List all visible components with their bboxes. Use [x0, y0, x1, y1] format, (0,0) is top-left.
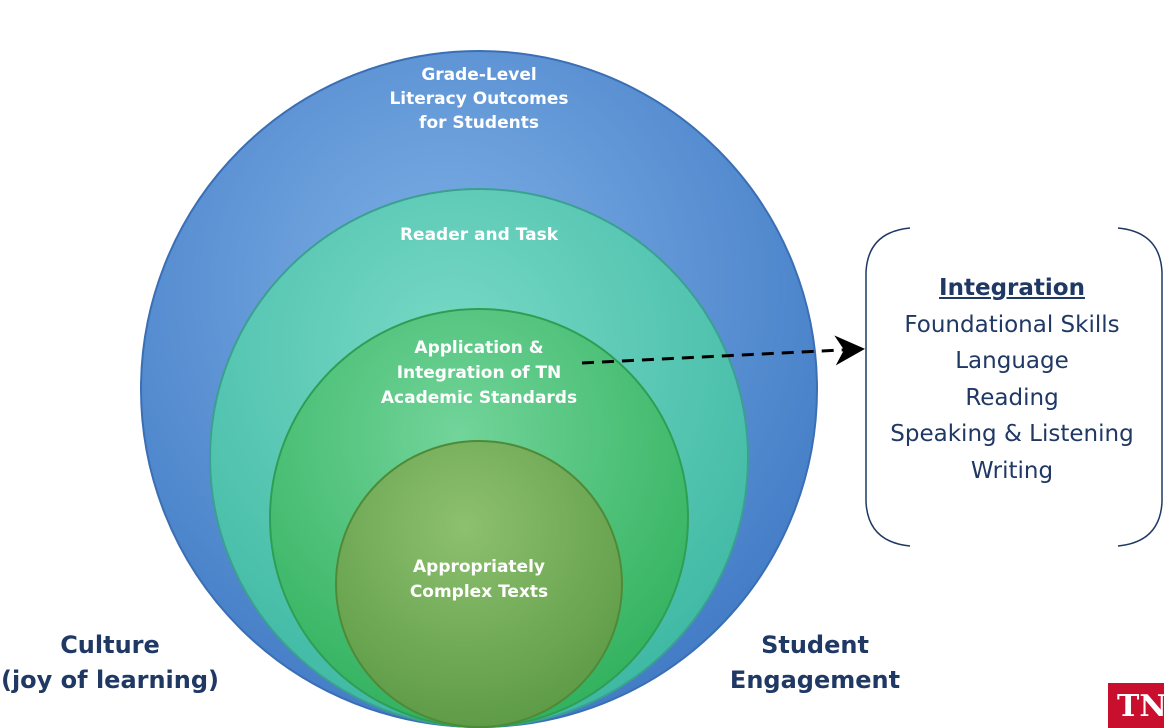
- integration-title: Integration: [939, 275, 1085, 301]
- integration-item: Speaking & Listening: [890, 421, 1134, 447]
- outer-circle-label: Grade-Level Literacy Outcomes for Studen…: [389, 65, 568, 133]
- second-circle-label: Reader and Task: [400, 225, 559, 245]
- tn-logo-text: TN: [1117, 689, 1164, 724]
- third-circle-label: Application & Integration of TN Academic…: [381, 338, 577, 408]
- integration-item: Reading: [965, 384, 1059, 411]
- third-label-line-2: Integration of TN: [397, 363, 562, 383]
- third-label-line-3: Academic Standards: [381, 388, 577, 408]
- right-brace: [1117, 227, 1163, 547]
- outer-label-line-1: Grade-Level: [421, 65, 536, 85]
- integration-item: Writing: [970, 457, 1054, 484]
- inner-circle-label: Appropriately Complex Texts: [410, 557, 548, 602]
- integration-box: Integration Foundational Skills Language…: [880, 270, 1144, 489]
- inner-label-line-2: Complex Texts: [410, 582, 548, 602]
- culture-label-line-2: (joy of learning): [0, 666, 220, 694]
- second-label-line-1: Reader and Task: [400, 225, 559, 245]
- integration-item: Language: [955, 348, 1069, 374]
- left-brace: [865, 227, 911, 547]
- engagement-label-line-1: Student: [761, 631, 869, 659]
- integration-list: Foundational Skills Language Reading Spe…: [880, 307, 1144, 490]
- third-label-line-1: Application &: [414, 338, 543, 358]
- outer-label-line-2: Literacy Outcomes: [389, 89, 568, 109]
- culture-label: Culture (joy of learning): [0, 628, 220, 698]
- student-engagement-label: Student Engagement: [720, 628, 910, 698]
- outer-label-line-3: for Students: [419, 113, 539, 133]
- inner-circle: [335, 440, 623, 728]
- dashed-arrow: [581, 335, 865, 366]
- inner-label-line-1: Appropriately: [413, 557, 545, 577]
- integration-item: Foundational Skills: [904, 311, 1120, 338]
- engagement-label-line-2: Engagement: [729, 666, 901, 694]
- tn-logo: TN: [1108, 683, 1164, 728]
- culture-label-line-1: Culture: [60, 631, 160, 659]
